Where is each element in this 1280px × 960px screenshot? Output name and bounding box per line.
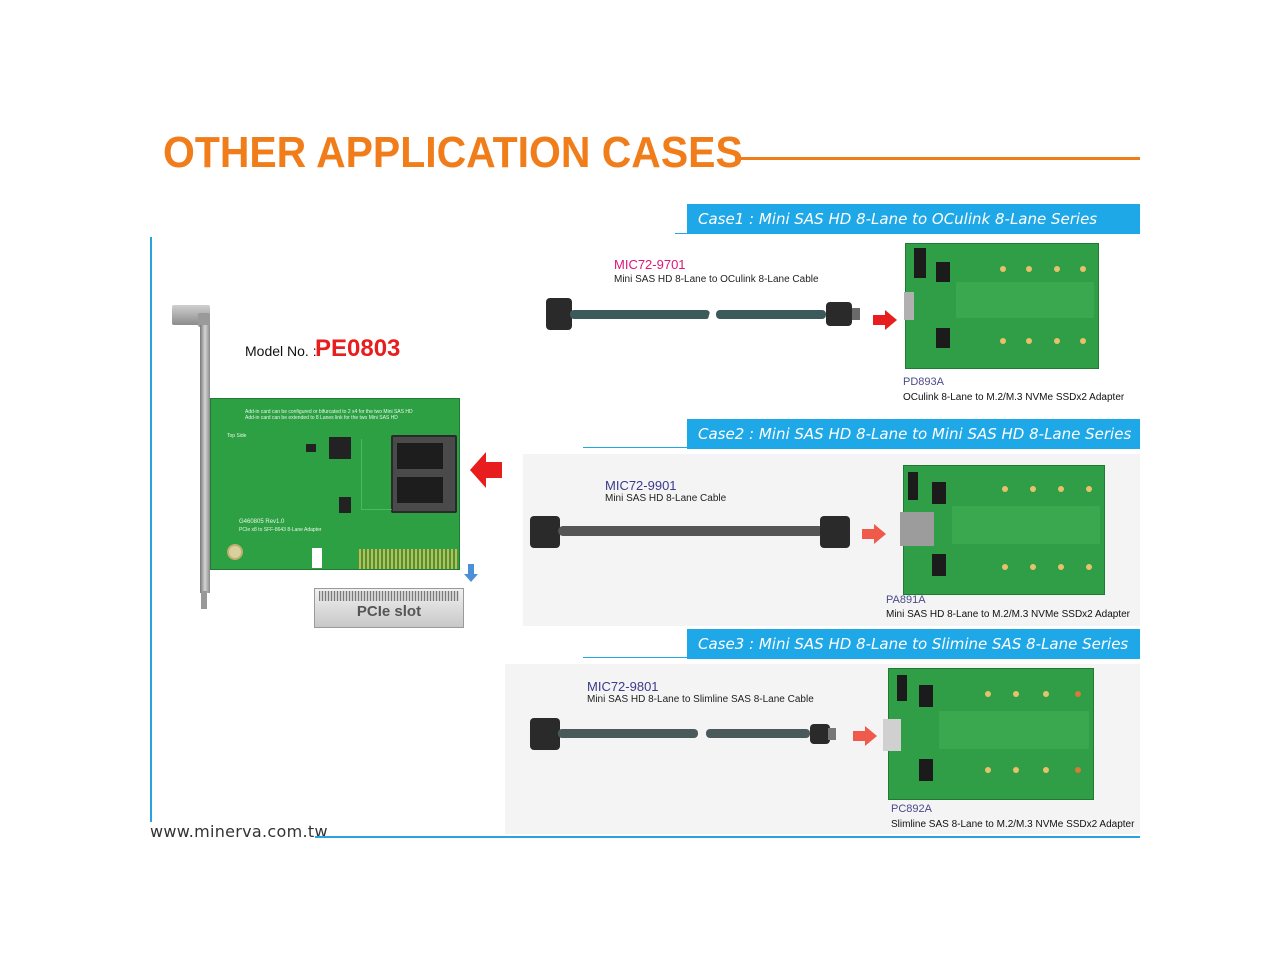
left-divider <box>150 237 152 822</box>
case3-cable-part: MIC72-9801 <box>587 679 659 694</box>
case3-adapter-image <box>883 668 1094 800</box>
left-arrow-icon <box>470 452 502 488</box>
board-top-side: Top Side <box>227 433 247 439</box>
case1-cable-image: / <box>540 290 860 340</box>
pcie-bracket <box>172 305 212 615</box>
pcie-slot-label: PCIe slot <box>356 603 422 620</box>
case1-cable-part: MIC72-9701 <box>614 257 686 272</box>
title-divider <box>735 157 1140 160</box>
footer-divider <box>315 836 1140 838</box>
page-title: OTHER APPLICATION CASES <box>163 128 743 177</box>
case2-adapter-desc: Mini SAS HD 8-Lane to M.2/M.3 NVMe SSDx2… <box>886 609 1130 620</box>
case1-cable-desc: Mini SAS HD 8-Lane to OCulink 8-Lane Cab… <box>614 274 819 285</box>
pcie-slot: PCIe slot <box>314 588 464 628</box>
pcie-adapter-board: Add-in card can be configured or bifurca… <box>210 398 460 570</box>
model-label: Model No. : <box>245 343 317 359</box>
board-desc: PCIe x8 to SFF-8643 8-Lane Adapter <box>239 527 322 533</box>
case2-adapter-image <box>900 465 1105 595</box>
case2-cable-part: MIC72-9901 <box>605 478 677 493</box>
case2-cable-image <box>528 510 854 560</box>
case2-header: Case2 : Mini SAS HD 8-Lane to Mini SAS H… <box>687 419 1140 449</box>
case3-adapter-desc: Slimline SAS 8-Lane to M.2/M.3 NVMe SSDx… <box>891 819 1135 830</box>
case2-adapter-part: PA891A <box>886 594 926 606</box>
case1-adapter-desc: OCulink 8-Lane to M.2/M.3 NVMe SSDx2 Ada… <box>903 392 1125 403</box>
case1-adapter-image <box>904 243 1099 369</box>
case2-cable-desc: Mini SAS HD 8-Lane Cable <box>605 493 727 504</box>
website-link[interactable]: www.minerva.com.tw <box>150 822 328 841</box>
board-text-1: Add-in card can be configured or bifurca… <box>245 409 413 415</box>
case3-arrow-icon <box>853 726 877 746</box>
case1-header: Case1 : Mini SAS HD 8-Lane to OCulink 8-… <box>687 204 1140 234</box>
case3-header: Case3 : Mini SAS HD 8-Lane to Slimine SA… <box>687 629 1140 659</box>
down-arrow-icon <box>464 564 478 584</box>
model-number: PE0803 <box>315 335 401 362</box>
case3-cable-image: / <box>528 712 838 762</box>
case3-adapter-part: PC892A <box>891 803 932 815</box>
case3-cable-desc: Mini SAS HD 8-Lane to Slimline SAS 8-Lan… <box>587 694 814 705</box>
case2-arrow-icon <box>862 524 886 544</box>
board-text-2: Add-in card can be extended to 8 Lanes l… <box>245 415 398 421</box>
board-rev: G460805 Rev1.0 <box>239 519 285 525</box>
case1-arrow-icon <box>873 310 897 330</box>
case1-adapter-part: PD893A <box>903 376 944 388</box>
